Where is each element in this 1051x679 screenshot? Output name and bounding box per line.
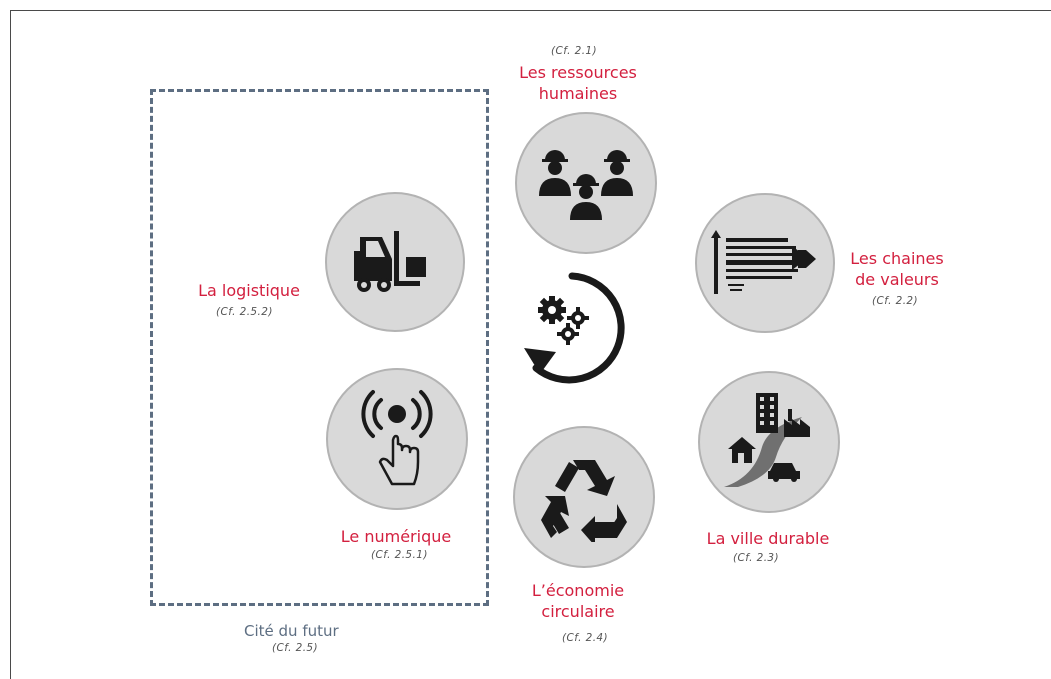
- workers-icon: [539, 150, 633, 220]
- logistique-circle: [325, 192, 465, 332]
- group-label: Cité du futur: [244, 622, 339, 640]
- ressources-title-line2: humaines: [538, 84, 618, 103]
- group-ref: (Cf. 2.5): [272, 642, 319, 654]
- chaines-title-line1: Les chaines: [850, 249, 944, 268]
- figure-frame: [10, 10, 1051, 679]
- numerique-circle: [326, 368, 468, 510]
- city-icon: [724, 393, 810, 487]
- recycle-icon: [541, 460, 627, 542]
- chaines-circle: [695, 193, 835, 333]
- economie-circle: [513, 426, 655, 568]
- ville-title: La ville durable: [706, 529, 830, 548]
- ville-circle: [698, 371, 840, 513]
- chaines-title: Les chaines de valeurs: [842, 248, 952, 290]
- economie-title-line2: circulaire: [541, 602, 615, 621]
- numerique-title: Le numérique: [340, 527, 452, 546]
- cite-du-futur-group-box: [150, 89, 489, 606]
- touch-signal-icon: [361, 390, 433, 486]
- ville-ref: (Cf. 2.3): [733, 552, 780, 564]
- center-cycle: [520, 270, 635, 394]
- value-chain-icon: [711, 230, 816, 294]
- logistique-ref: (Cf. 2.5.2): [216, 306, 273, 318]
- economie-ref: (Cf. 2.4): [562, 632, 609, 644]
- ressources-title: Les ressources humaines: [508, 62, 648, 104]
- ressources-ref: (Cf. 2.1): [551, 45, 598, 57]
- chaines-title-line2: de valeurs: [855, 270, 939, 289]
- economie-title-line1: L’économie: [531, 581, 625, 600]
- numerique-ref: (Cf. 2.5.1): [371, 549, 428, 561]
- economie-title: L’économie circulaire: [508, 580, 648, 622]
- logistique-title: La logistique: [198, 281, 300, 300]
- chaines-ref: (Cf. 2.2): [872, 295, 919, 307]
- forklift-icon: [354, 231, 426, 292]
- ressources-title-line1: Les ressources: [519, 63, 637, 82]
- gears-cycle-icon: [524, 272, 625, 384]
- ressources-circle: [515, 112, 657, 254]
